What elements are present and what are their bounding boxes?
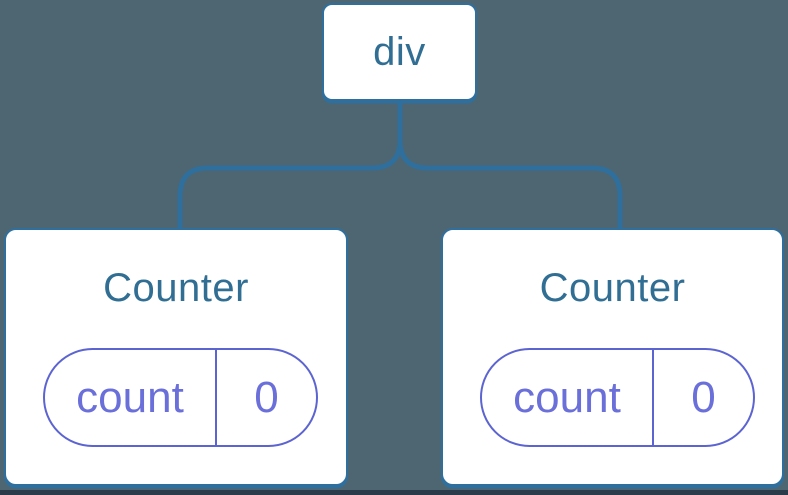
tree-node-counter-right: Counter count 0 (441, 228, 784, 486)
bottom-edge-strip (0, 490, 788, 495)
connector-branch-left (177, 101, 403, 228)
state-value-cell: 0 (654, 350, 753, 445)
component-name: Counter (103, 266, 249, 310)
state-pill: count 0 (43, 348, 318, 447)
state-key-cell: count (45, 350, 217, 445)
div-node-label: div (373, 29, 426, 74)
state-value: 0 (691, 372, 716, 422)
tree-node-div: div (322, 3, 477, 101)
state-key-cell: count (482, 350, 654, 445)
state-pill: count 0 (480, 348, 755, 447)
connector-branch-right (397, 101, 623, 228)
component-name: Counter (539, 266, 686, 310)
state-key: count (76, 372, 184, 422)
tree-node-counter-left: Counter count 0 (4, 228, 348, 486)
state-value-cell: 0 (217, 350, 316, 445)
state-value: 0 (254, 372, 279, 422)
state-key: count (513, 372, 621, 422)
